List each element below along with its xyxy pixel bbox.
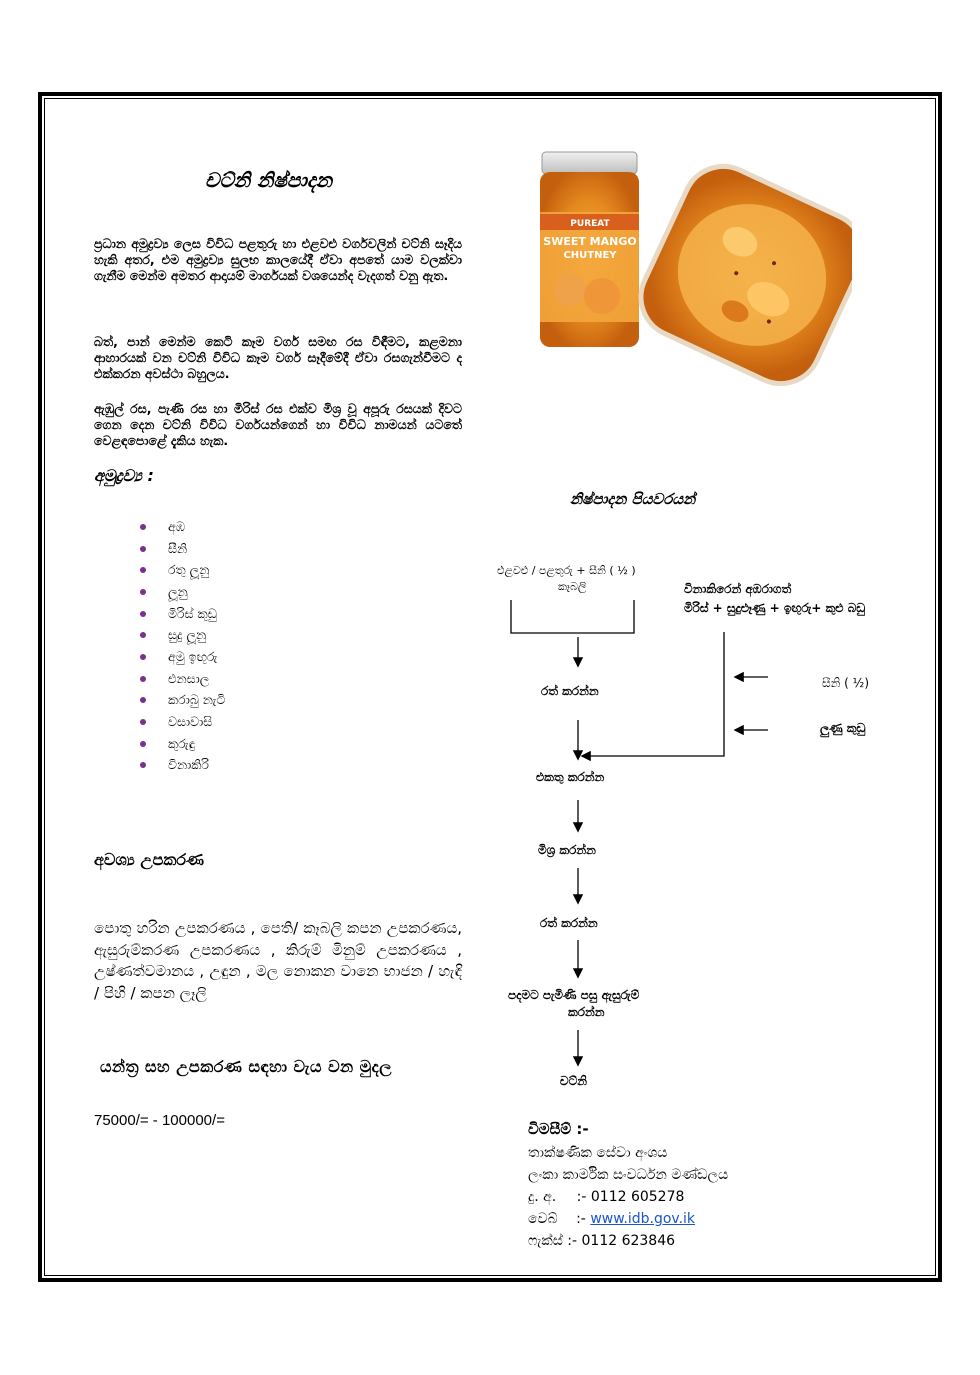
flow-pack-line2: කරන්න [568, 1005, 605, 1019]
list-item: අමු ඉඟුරු [140, 646, 225, 668]
flow-side-line1: විනාකිරෙන් අඹරාගත් [684, 582, 792, 596]
fax-label: ෆැක්ස් :- [528, 1233, 578, 1249]
bullet-icon [140, 588, 146, 595]
bullet-icon [140, 675, 146, 682]
list-item: අඹ [140, 516, 225, 538]
flow-start-line1: එළවළු / පළතුරු + සීනි ( ½ ) [497, 564, 636, 577]
flow-side-line2: මිරිස් + සුදුළූණු + ඉඟුරු+ කුළු බඩු [684, 601, 866, 615]
contact-organization: ලංකා කාර්මික සංවර්ධන මණ්ඩලය [528, 1167, 729, 1183]
flow-input-salt: ලුණු කුඩු [820, 721, 866, 735]
flow-start-line2: කෑබලි [558, 580, 587, 593]
list-item: කුරුඳු [140, 733, 225, 755]
page-border-inner [44, 98, 936, 1276]
bullet-icon [140, 632, 146, 639]
web-label: වෙබ් [528, 1211, 558, 1227]
list-item: සීනි [140, 538, 225, 560]
list-item: වසාවාසි [140, 711, 225, 733]
bullet-icon [140, 610, 146, 617]
bullet-icon [140, 545, 146, 552]
bullet-icon [140, 523, 146, 530]
flow-step-heat-2: රත් කරන්න [540, 916, 598, 930]
bullet-icon [140, 653, 146, 660]
contact-fax-row: ෆැක්ස් :- 0112 623846 [528, 1233, 675, 1249]
price-heading: යන්ත්‍ර සහ උපකරණ සඳහා වැය වන මුදල [100, 1057, 392, 1076]
list-item: විනාකිරි [140, 755, 225, 777]
jar-product-line1: SWEET MANGO [543, 235, 636, 248]
web-link[interactable]: www.idb.gov.ik [590, 1211, 696, 1227]
bullet-icon [140, 762, 146, 769]
chutney-jar-photo: PUREAT SWEET MANGO CHUTNEY [540, 151, 852, 387]
bullet-icon [140, 740, 146, 747]
intro-paragraph-2: බත්, පාන් මෙන්ම කෙටි කෑම වර්ග සමඟ රස විඳ… [94, 334, 462, 381]
intro-paragraph-3: ඇඹුල් රස, පැණි රස හා මිරිස් රස එක්ව මිශ්… [94, 401, 462, 448]
list-item: කරාබු නැටි [140, 690, 225, 712]
flow-input-sugar: සීනි ( ½) [822, 676, 869, 690]
flow-pack-line1: පදමට පැමිණි පසු ඇසුරුම් [508, 988, 640, 1002]
page-border-outer [38, 92, 942, 1282]
phone-value: :- 0112 605278 [576, 1189, 685, 1205]
list-item: සුදු ලූනු [140, 624, 225, 646]
ingredients-heading: අමුද්‍රව්‍ය : [94, 466, 154, 485]
bullet-icon [140, 697, 146, 704]
bullet-icon [140, 719, 146, 726]
contact-heading: විමසීම් :- [528, 1120, 589, 1138]
flow-step-combine: එකතු කරන්න [536, 770, 605, 784]
equipment-text: පොතු හරින උපකරණය , පෙති/ කෑබලි කපන උපකරණ… [94, 919, 462, 1002]
list-item: ලූනු [140, 581, 225, 603]
phone-label: දු. අ. [528, 1189, 557, 1205]
equipment-heading: අවශ්‍ය උපකරණ [94, 850, 204, 869]
contact-phone-row: දු. අ. :- 0112 605278 [528, 1189, 684, 1205]
ingredients-list: අඹ සීනි රතු ලූනු ලූනු මිරිස් කුඩු සුදු ල… [140, 516, 225, 776]
list-item: එනසාල [140, 668, 225, 690]
bullet-icon [140, 567, 146, 574]
flow-step-heat-1: රත් කරන්න [541, 684, 599, 698]
jar-product-line2: CHUTNEY [563, 250, 617, 261]
flow-title: නිෂ්පාදන පියවරයන් [570, 490, 696, 508]
flow-step-mix: මිශ්‍ර කරන්න [538, 843, 596, 857]
list-item: මිරිස් කුඩු [140, 603, 225, 625]
price-value: 75000/= - 100000/= [94, 1112, 225, 1129]
list-item: රතු ලූනු [140, 559, 225, 581]
jar-brand-label: PUREAT [570, 219, 610, 229]
flow-end: චට්නි [560, 1074, 588, 1088]
web-separator: :- [576, 1211, 586, 1227]
contact-web-row: වෙබ් :- www.idb.gov.ik [528, 1211, 695, 1227]
page-title: චට්නි නිෂ්පාදන [205, 168, 332, 192]
intro-paragraph-1: ප්‍රධාන අමුද්‍රව්‍ය ලෙස විවිධ පළතුරු හා … [94, 236, 462, 283]
fax-value: 0112 623846 [581, 1233, 676, 1249]
contact-department: තාක්ෂණික සේවා අංශය [528, 1145, 668, 1161]
